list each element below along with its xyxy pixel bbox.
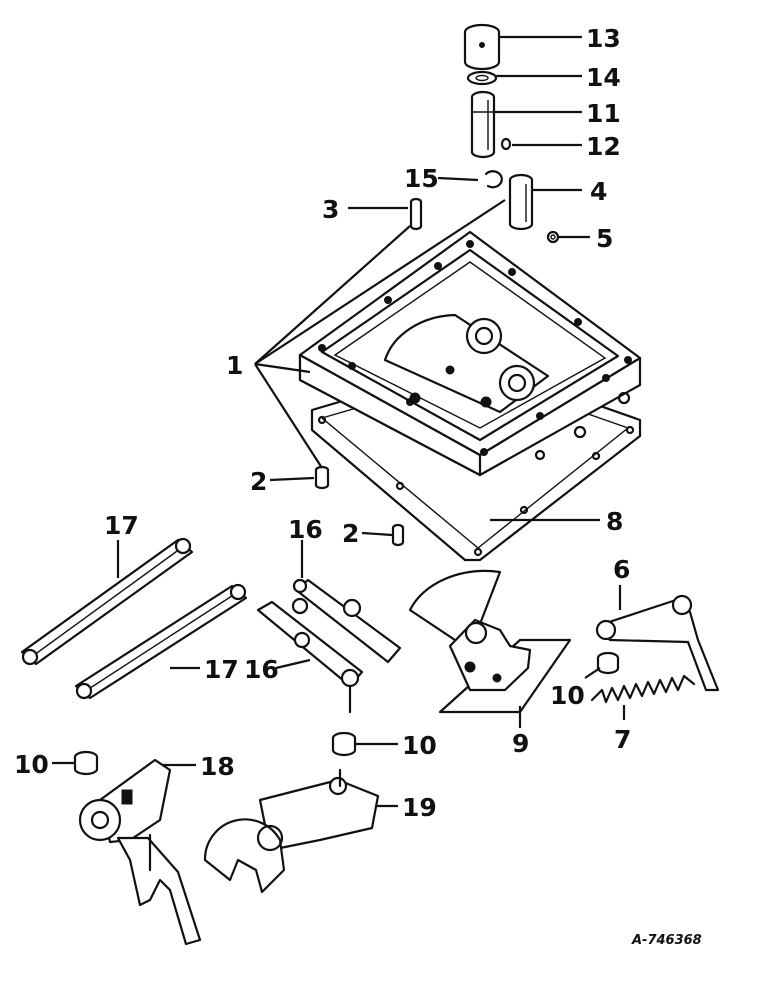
callout-19: 19 (402, 793, 437, 822)
leader-1a (254, 225, 411, 365)
callout-labels: 13 14 11 12 15 4 5 3 1 2 2 8 17 17 16 16… (14, 24, 631, 822)
callout-8: 8 (606, 507, 623, 536)
part-19-shift-fork (203, 768, 380, 894)
part-10-bushing-right (596, 651, 620, 675)
callout-10-left: 10 (14, 750, 49, 779)
part-18-shift-fork (78, 758, 202, 946)
callout-16-upper: 16 (288, 515, 323, 544)
leader-15 (437, 176, 479, 182)
leader-16b (275, 658, 311, 670)
part-13-cap (463, 23, 501, 71)
leader-1d (254, 363, 323, 469)
part-17-rail-lower (74, 583, 248, 700)
callout-12: 12 (586, 132, 621, 161)
part-2-pin-lower (391, 523, 405, 547)
leader-2b (361, 531, 393, 537)
part-4-dowel (508, 173, 534, 231)
leader-lines (52, 35, 626, 808)
part-17-rail-upper (20, 537, 194, 666)
callout-7: 7 (614, 725, 631, 754)
part-16-interlock-lower (256, 600, 364, 714)
callout-10-center: 10 (402, 731, 437, 760)
callout-17-upper: 17 (104, 511, 139, 540)
part-10-bushing-left (73, 750, 99, 776)
leader-2a (269, 476, 315, 482)
callout-1: 1 (226, 351, 243, 380)
part-2-pin-upper (314, 465, 330, 490)
callout-6: 6 (613, 555, 630, 584)
callout-18: 18 (200, 752, 235, 781)
callout-14: 14 (586, 63, 621, 92)
callout-3: 3 (322, 195, 339, 224)
part-16-interlock-upper (291, 578, 402, 664)
drawing-code: A-746368 (631, 933, 702, 948)
callout-15: 15 (404, 164, 439, 193)
part-5-nut (546, 230, 560, 244)
callout-4: 4 (590, 177, 607, 206)
callout-5: 5 (596, 224, 613, 253)
part-9-sector-plate (408, 569, 572, 714)
callout-2-upper: 2 (250, 467, 267, 496)
callout-11: 11 (586, 99, 621, 128)
leader-1c (254, 362, 311, 374)
part-10-bushing-center (331, 731, 357, 757)
part-6-lever (595, 594, 720, 692)
callout-13: 13 (586, 24, 621, 53)
shift-cover-housing (298, 230, 642, 562)
part-12-clip (500, 137, 512, 151)
part-7-spring (590, 674, 696, 704)
part-3-pin (409, 197, 423, 231)
leader-10-right (584, 667, 601, 679)
part-15-snap-ring (484, 170, 503, 189)
callout-17-lower: 17 (204, 655, 239, 684)
part-14-washer (466, 70, 498, 86)
part-11-pin (470, 90, 496, 159)
leader-1b (254, 199, 506, 365)
callout-16-lower: 16 (244, 655, 279, 684)
callout-9: 9 (512, 729, 529, 758)
callout-2-lower: 2 (342, 519, 359, 548)
callout-10-right: 10 (550, 681, 585, 710)
